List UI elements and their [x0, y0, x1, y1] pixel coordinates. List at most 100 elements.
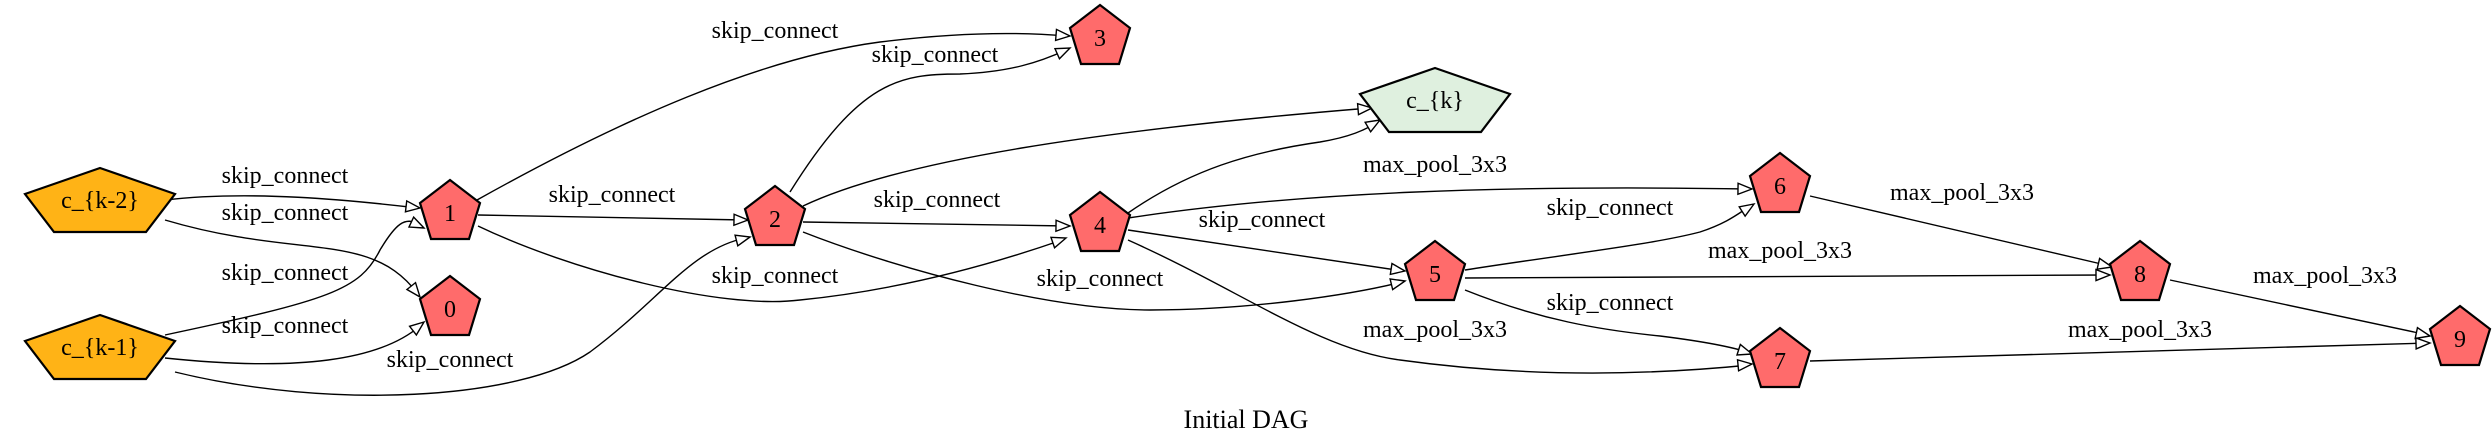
node-label: 3 [1094, 26, 1106, 52]
arrowhead-icon [1054, 28, 1072, 42]
arrowhead-icon [1364, 119, 1382, 134]
edge-line [164, 219, 419, 295]
edge-line [1127, 121, 1379, 214]
edge-2-ck [802, 102, 1374, 207]
edge-line [1127, 239, 1751, 374]
edge-4-6: max_pool_3x3 [1127, 152, 1754, 219]
pentagon-icon [418, 178, 482, 241]
pentagon-icon [23, 313, 177, 381]
edge-line [802, 231, 1403, 311]
edge-6-8: max_pool_3x3 [1809, 180, 2114, 271]
node-label: 9 [2454, 327, 2466, 353]
edge-ck1-0: skip_connect [164, 313, 426, 365]
edge-line [802, 107, 1371, 207]
node-n9: 9 [2428, 304, 2492, 367]
arrowhead-icon [1053, 47, 1072, 60]
node-n4: 4 [1068, 190, 1132, 253]
edge-8-9: max_pool_3x3 [2169, 263, 2432, 340]
arrowhead-icon [2096, 257, 2114, 271]
edge-2-4: skip_connect [802, 187, 1072, 233]
edge-label: skip_connect [222, 163, 349, 189]
edge-line [164, 195, 419, 209]
edge-label: max_pool_3x3 [1890, 180, 2034, 206]
arrowhead-icon [1737, 182, 1754, 196]
arrowhead-icon [734, 234, 752, 247]
node-ck2: c_{k-2} [23, 166, 177, 234]
node-n5: 5 [1403, 239, 1467, 302]
node-label: 1 [444, 201, 456, 227]
edge-1-3: skip_connect [476, 18, 1072, 201]
edge-line [1464, 204, 1753, 271]
node-label: 7 [1774, 349, 1786, 375]
edge-line [174, 237, 746, 396]
pentagon-icon [1403, 239, 1467, 302]
node-n7: 7 [1748, 326, 1812, 389]
node-label: 6 [1774, 174, 1786, 200]
pentagon-icon [2428, 304, 2492, 367]
edge-line [477, 225, 1063, 303]
pentagon-icon [1068, 3, 1132, 66]
edge-label: skip_connect [1547, 195, 1674, 221]
arrowhead-icon [2415, 336, 2432, 350]
edge-7-9: max_pool_3x3 [1809, 317, 2432, 362]
edge-label: skip_connect [387, 347, 514, 373]
arrowhead-icon [1389, 278, 1407, 291]
edge-label: skip_connect [222, 200, 349, 226]
edge-line [1464, 289, 1751, 354]
node-ck1: c_{k-1} [23, 313, 177, 381]
node-n2: 2 [743, 184, 807, 247]
pentagon-icon [1748, 151, 1812, 214]
node-n0: 0 [418, 274, 482, 337]
edge-5-7: skip_connect [1464, 289, 1754, 356]
edge-line [2169, 279, 2429, 336]
edge-label: skip_connect [222, 313, 349, 339]
edge-2-5: skip_connect [802, 231, 1407, 311]
edge-4-ck [1127, 119, 1382, 214]
pentagon-icon [1748, 326, 1812, 389]
edge-label: skip_connect [222, 260, 349, 286]
edge-label: max_pool_3x3 [1363, 317, 1507, 343]
edge-2-3: skip_connect [789, 42, 1072, 193]
arrowhead-icon [2095, 268, 2112, 282]
node-n8: 8 [2108, 239, 2172, 302]
pentagon-icon [23, 166, 177, 234]
edges-layer: skip_connectskip_connectskip_connectskip… [164, 18, 2432, 396]
arrowhead-icon [405, 281, 422, 299]
edge-label: skip_connect [712, 18, 839, 44]
node-ck: c_{k} [1358, 66, 1512, 134]
edge-label: max_pool_3x3 [1363, 152, 1507, 178]
node-label: 8 [2134, 262, 2146, 288]
arrowhead-icon [733, 213, 750, 227]
node-n3: 3 [1068, 3, 1132, 66]
node-label: 2 [769, 207, 781, 233]
node-label: c_{k} [1406, 88, 1464, 114]
edge-line [802, 221, 1069, 227]
node-label: c_{k-2} [61, 188, 139, 214]
arrowhead-icon [1049, 236, 1068, 249]
arrowhead-icon [1389, 262, 1407, 276]
diagram-caption: Initial DAG [1184, 405, 1309, 434]
nodes-layer: c_{k-2} c_{k-1} 0 1 2 3 4 5 6 7 8 9 c_{k} [23, 3, 2492, 389]
arrowhead-icon [1055, 219, 1072, 233]
edge-ck1-2: skip_connect [174, 234, 752, 396]
edge-ck1-1: skip_connect [164, 215, 426, 336]
edge-4-7: max_pool_3x3 [1127, 239, 1754, 374]
edge-4-5: skip_connect [1127, 207, 1407, 276]
edge-line [1809, 195, 2111, 267]
edge-label: max_pool_3x3 [2068, 317, 2212, 343]
pentagon-icon [743, 184, 807, 247]
edge-line [477, 214, 746, 221]
edge-line [476, 32, 1067, 201]
edge-label: skip_connect [874, 187, 1001, 213]
arrowhead-icon [404, 199, 422, 213]
edge-label: skip_connect [712, 263, 839, 289]
edge-label: skip_connect [872, 42, 999, 68]
pentagon-icon [1068, 190, 1132, 253]
arrowhead-icon [1736, 343, 1754, 356]
edge-label: max_pool_3x3 [1708, 238, 1852, 264]
pentagon-icon [2108, 239, 2172, 302]
edge-line [1127, 187, 1751, 219]
edge-1-2: skip_connect [477, 182, 750, 227]
node-n6: 6 [1748, 151, 1812, 214]
